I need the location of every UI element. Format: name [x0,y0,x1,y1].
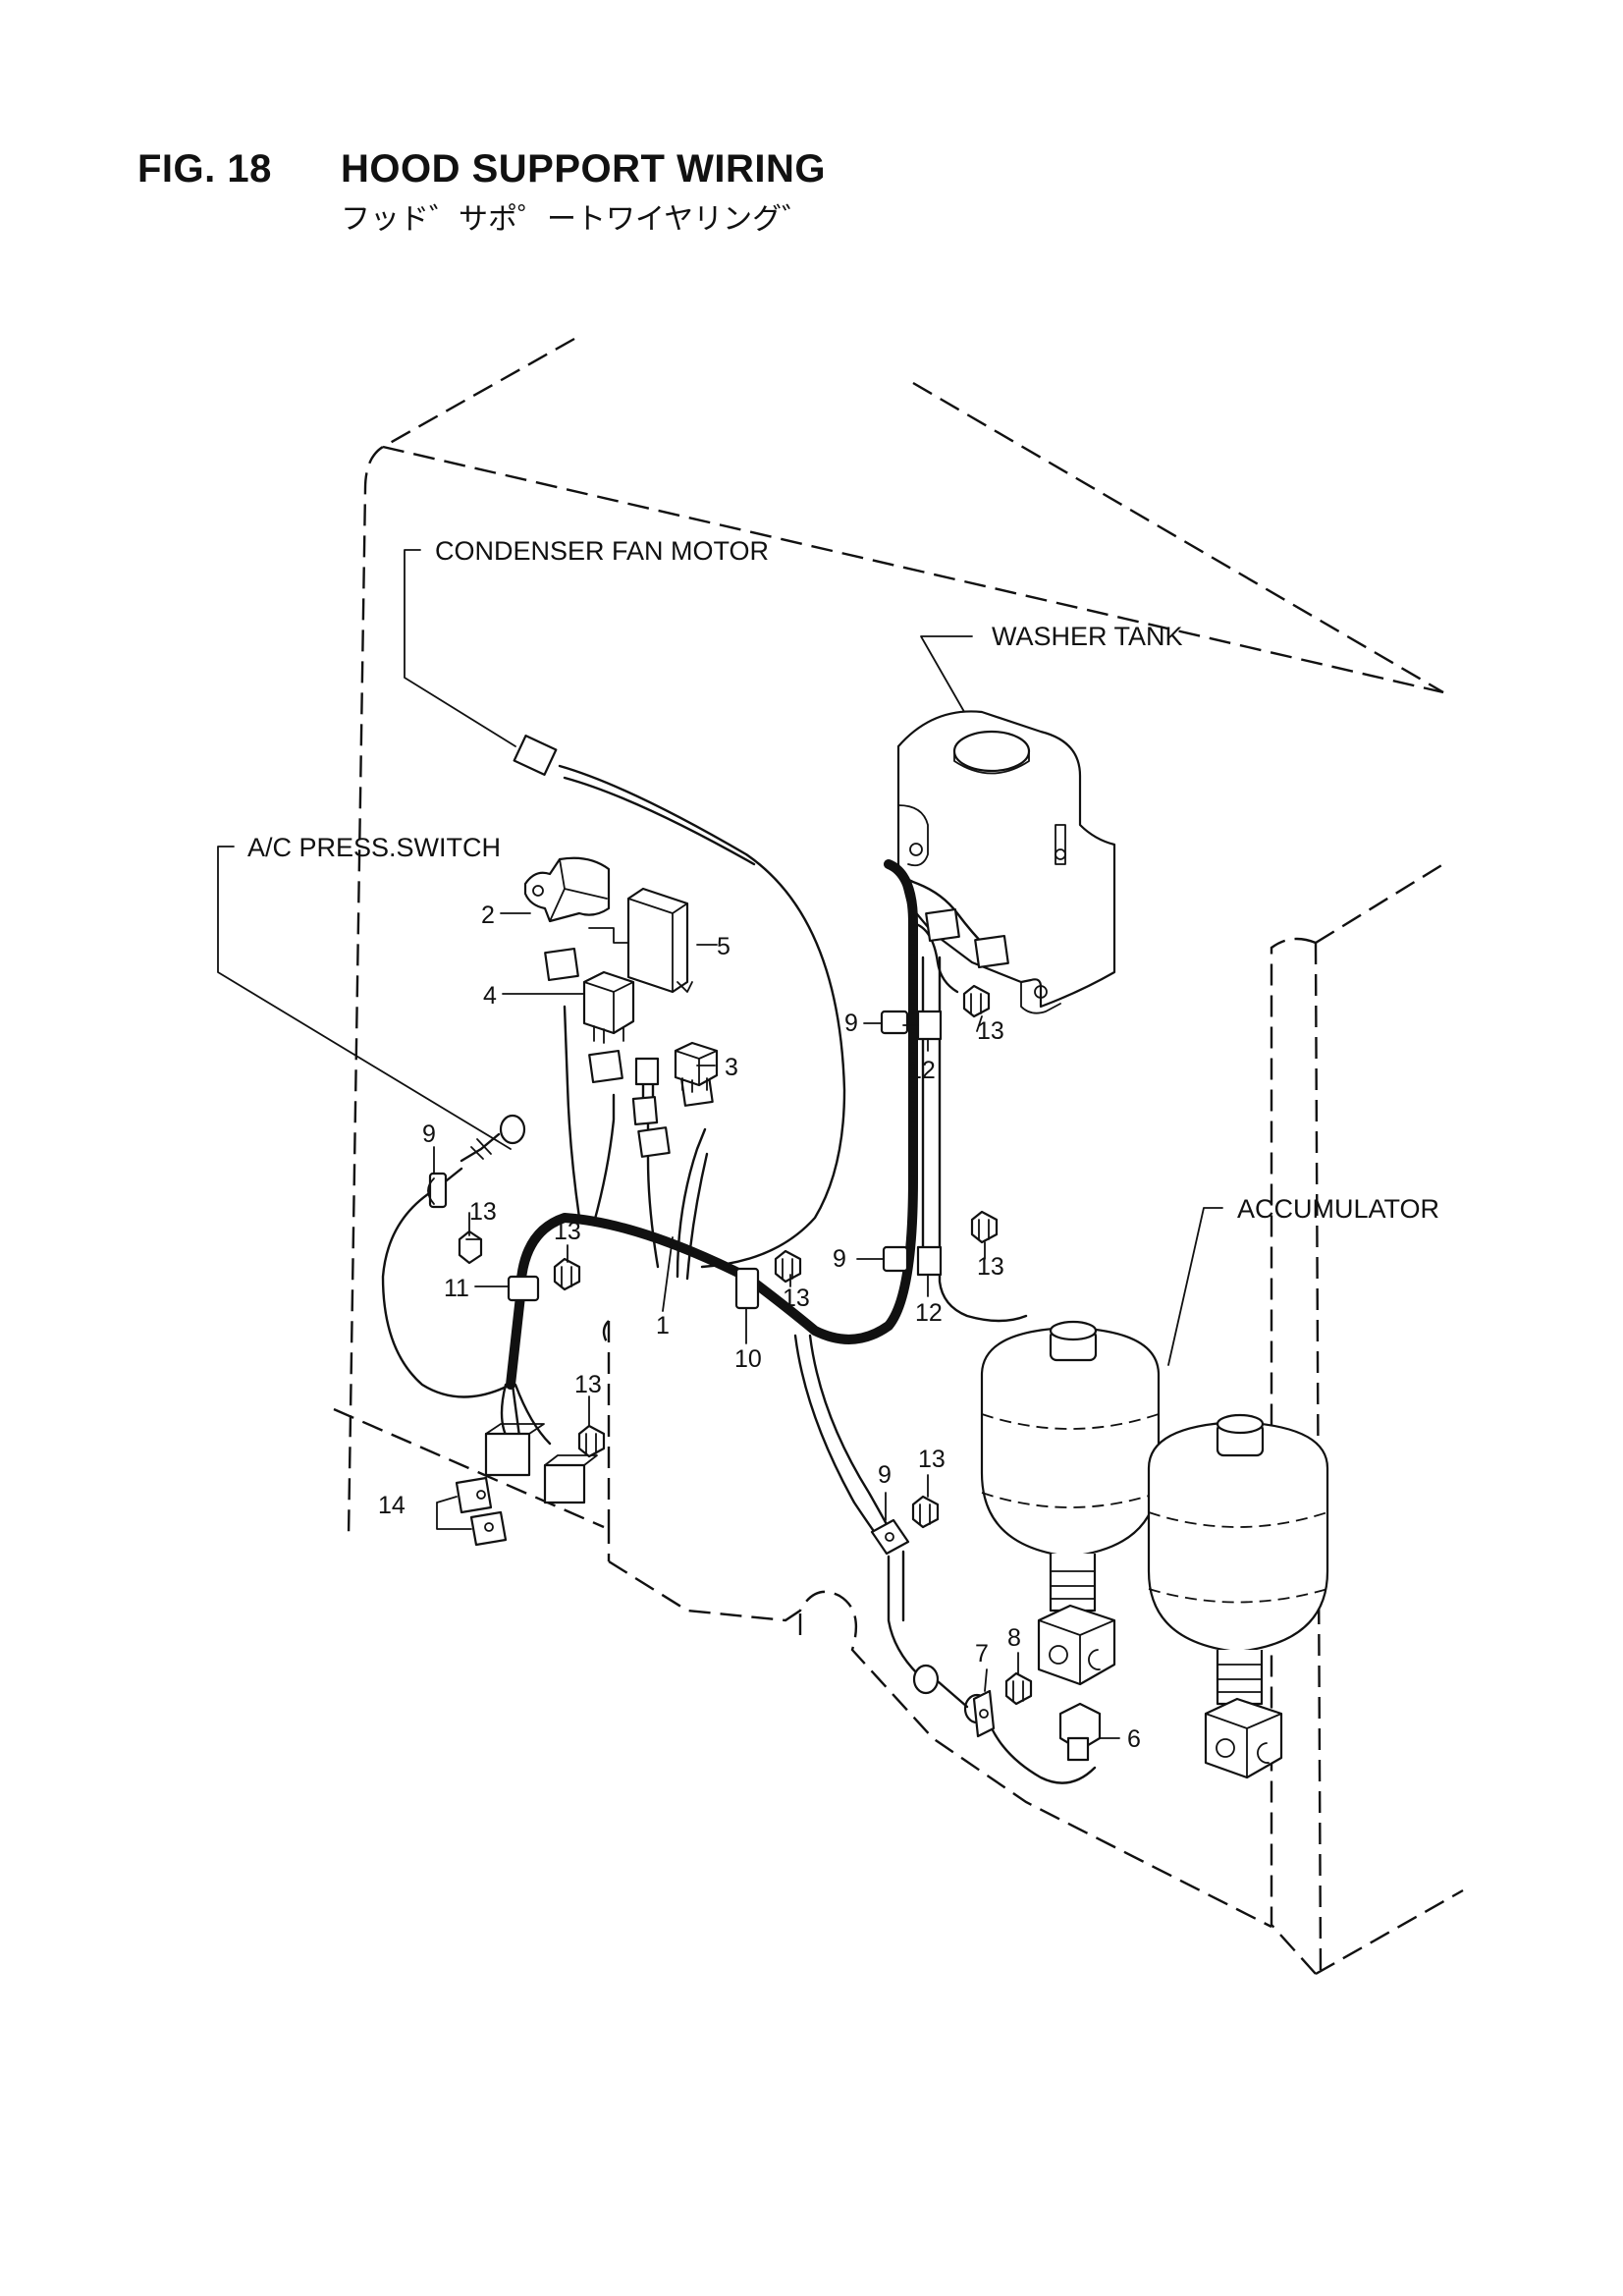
ac-press-switch-label: A/C PRESS.SWITCH [247,833,501,862]
main-harness [381,859,1097,1784]
part-number-14: 14 [378,1492,406,1519]
part-number-3: 3 [725,1054,738,1081]
part-number-5: 5 [717,933,730,960]
part-number-13-bottom: 13 [918,1446,946,1473]
bolt-13-11 [553,1257,581,1291]
condenser-fan-motor-label: CONDENSER FAN MOTOR [435,536,769,566]
figure-title: HOOD SUPPORT WIRING [341,147,826,191]
part-6-sensor [1058,1702,1102,1762]
part-number-10: 10 [734,1345,762,1373]
hood-outline [333,337,1464,1976]
bolt-13-10 [774,1249,802,1284]
part-number-9-top: 9 [844,1010,858,1037]
part-number-11: 11 [444,1275,469,1302]
part-14-plates [455,1476,508,1547]
part-number-12-top: 12 [908,1057,936,1084]
clamp-12-top [902,1010,943,1041]
part-number-9-mid: 9 [833,1245,846,1273]
harness-connectors [484,907,1009,1724]
part-number-9-bottom: 9 [878,1461,892,1489]
part-3-relay [674,1041,719,1093]
figure-number: FIG. 18 [137,147,272,191]
callout-accumulator: ACCUMULATOR [1167,1194,1439,1366]
part-number-13-clamp10: 13 [783,1285,810,1312]
clamp-11 [507,1275,540,1302]
part-number-7: 7 [975,1640,989,1667]
accumulator-2 [1147,1413,1329,1779]
part-number-13-mid: 13 [977,1253,1004,1281]
part-2-relay [523,856,611,923]
part-number-13-lower-left: 13 [574,1371,602,1398]
part-number-13-left: 13 [469,1198,497,1226]
part-4-relay [582,970,635,1044]
clamp-9-top [880,1010,909,1035]
part-number-6: 6 [1127,1725,1141,1753]
accumulator-label: ACCUMULATOR [1237,1194,1439,1224]
clamp-12-mid [916,1245,943,1277]
washer-tank [896,710,1116,1014]
part-5-control-unit [588,887,693,994]
bolt-13-left [458,1230,483,1265]
part-number-9-left: 9 [422,1121,436,1148]
callout-ac-press-switch: A/C PRESS.SWITCH [217,833,512,1150]
part-number-2: 2 [481,902,495,929]
clamp-9-bottom [870,1518,910,1556]
leader-lines [433,912,1120,1739]
callout-washer-tank: WASHER TANK [920,622,1183,718]
clamp-10 [734,1267,760,1310]
figure-subtitle-japanese: フッド゛サポ゜ートワイヤリング゛ [341,202,812,237]
ac-press-switch-connector [460,1114,526,1163]
part-number-13-clamp11: 13 [554,1218,581,1245]
washer-tank-label: WASHER TANK [992,622,1183,651]
part-number-8: 8 [1007,1624,1021,1652]
callout-condenser-fan-motor: CONDENSER FAN MOTOR [404,536,769,747]
bolt-13-mid [970,1210,999,1244]
clamp-9-left [427,1172,448,1209]
clamp-9-mid [882,1245,909,1273]
bolt-13-lower-left [577,1424,606,1458]
clamp-7 [972,1689,996,1738]
part-number-12-mid: 12 [915,1299,943,1327]
part-number-1: 1 [656,1312,670,1339]
bolt-13-top [962,984,991,1018]
part-number-4: 4 [483,982,497,1010]
condenser-fan-motor-connector [513,735,846,1269]
part-number-13-top: 13 [977,1017,1004,1045]
bolt-8 [1004,1671,1033,1706]
bolt-13-bottom [911,1495,940,1529]
part-number-labels: 2 5 4 3 1 9 13 11 13 10 13 9 12 13 9 12 … [378,902,1141,1753]
accumulator-1 [980,1320,1161,1686]
